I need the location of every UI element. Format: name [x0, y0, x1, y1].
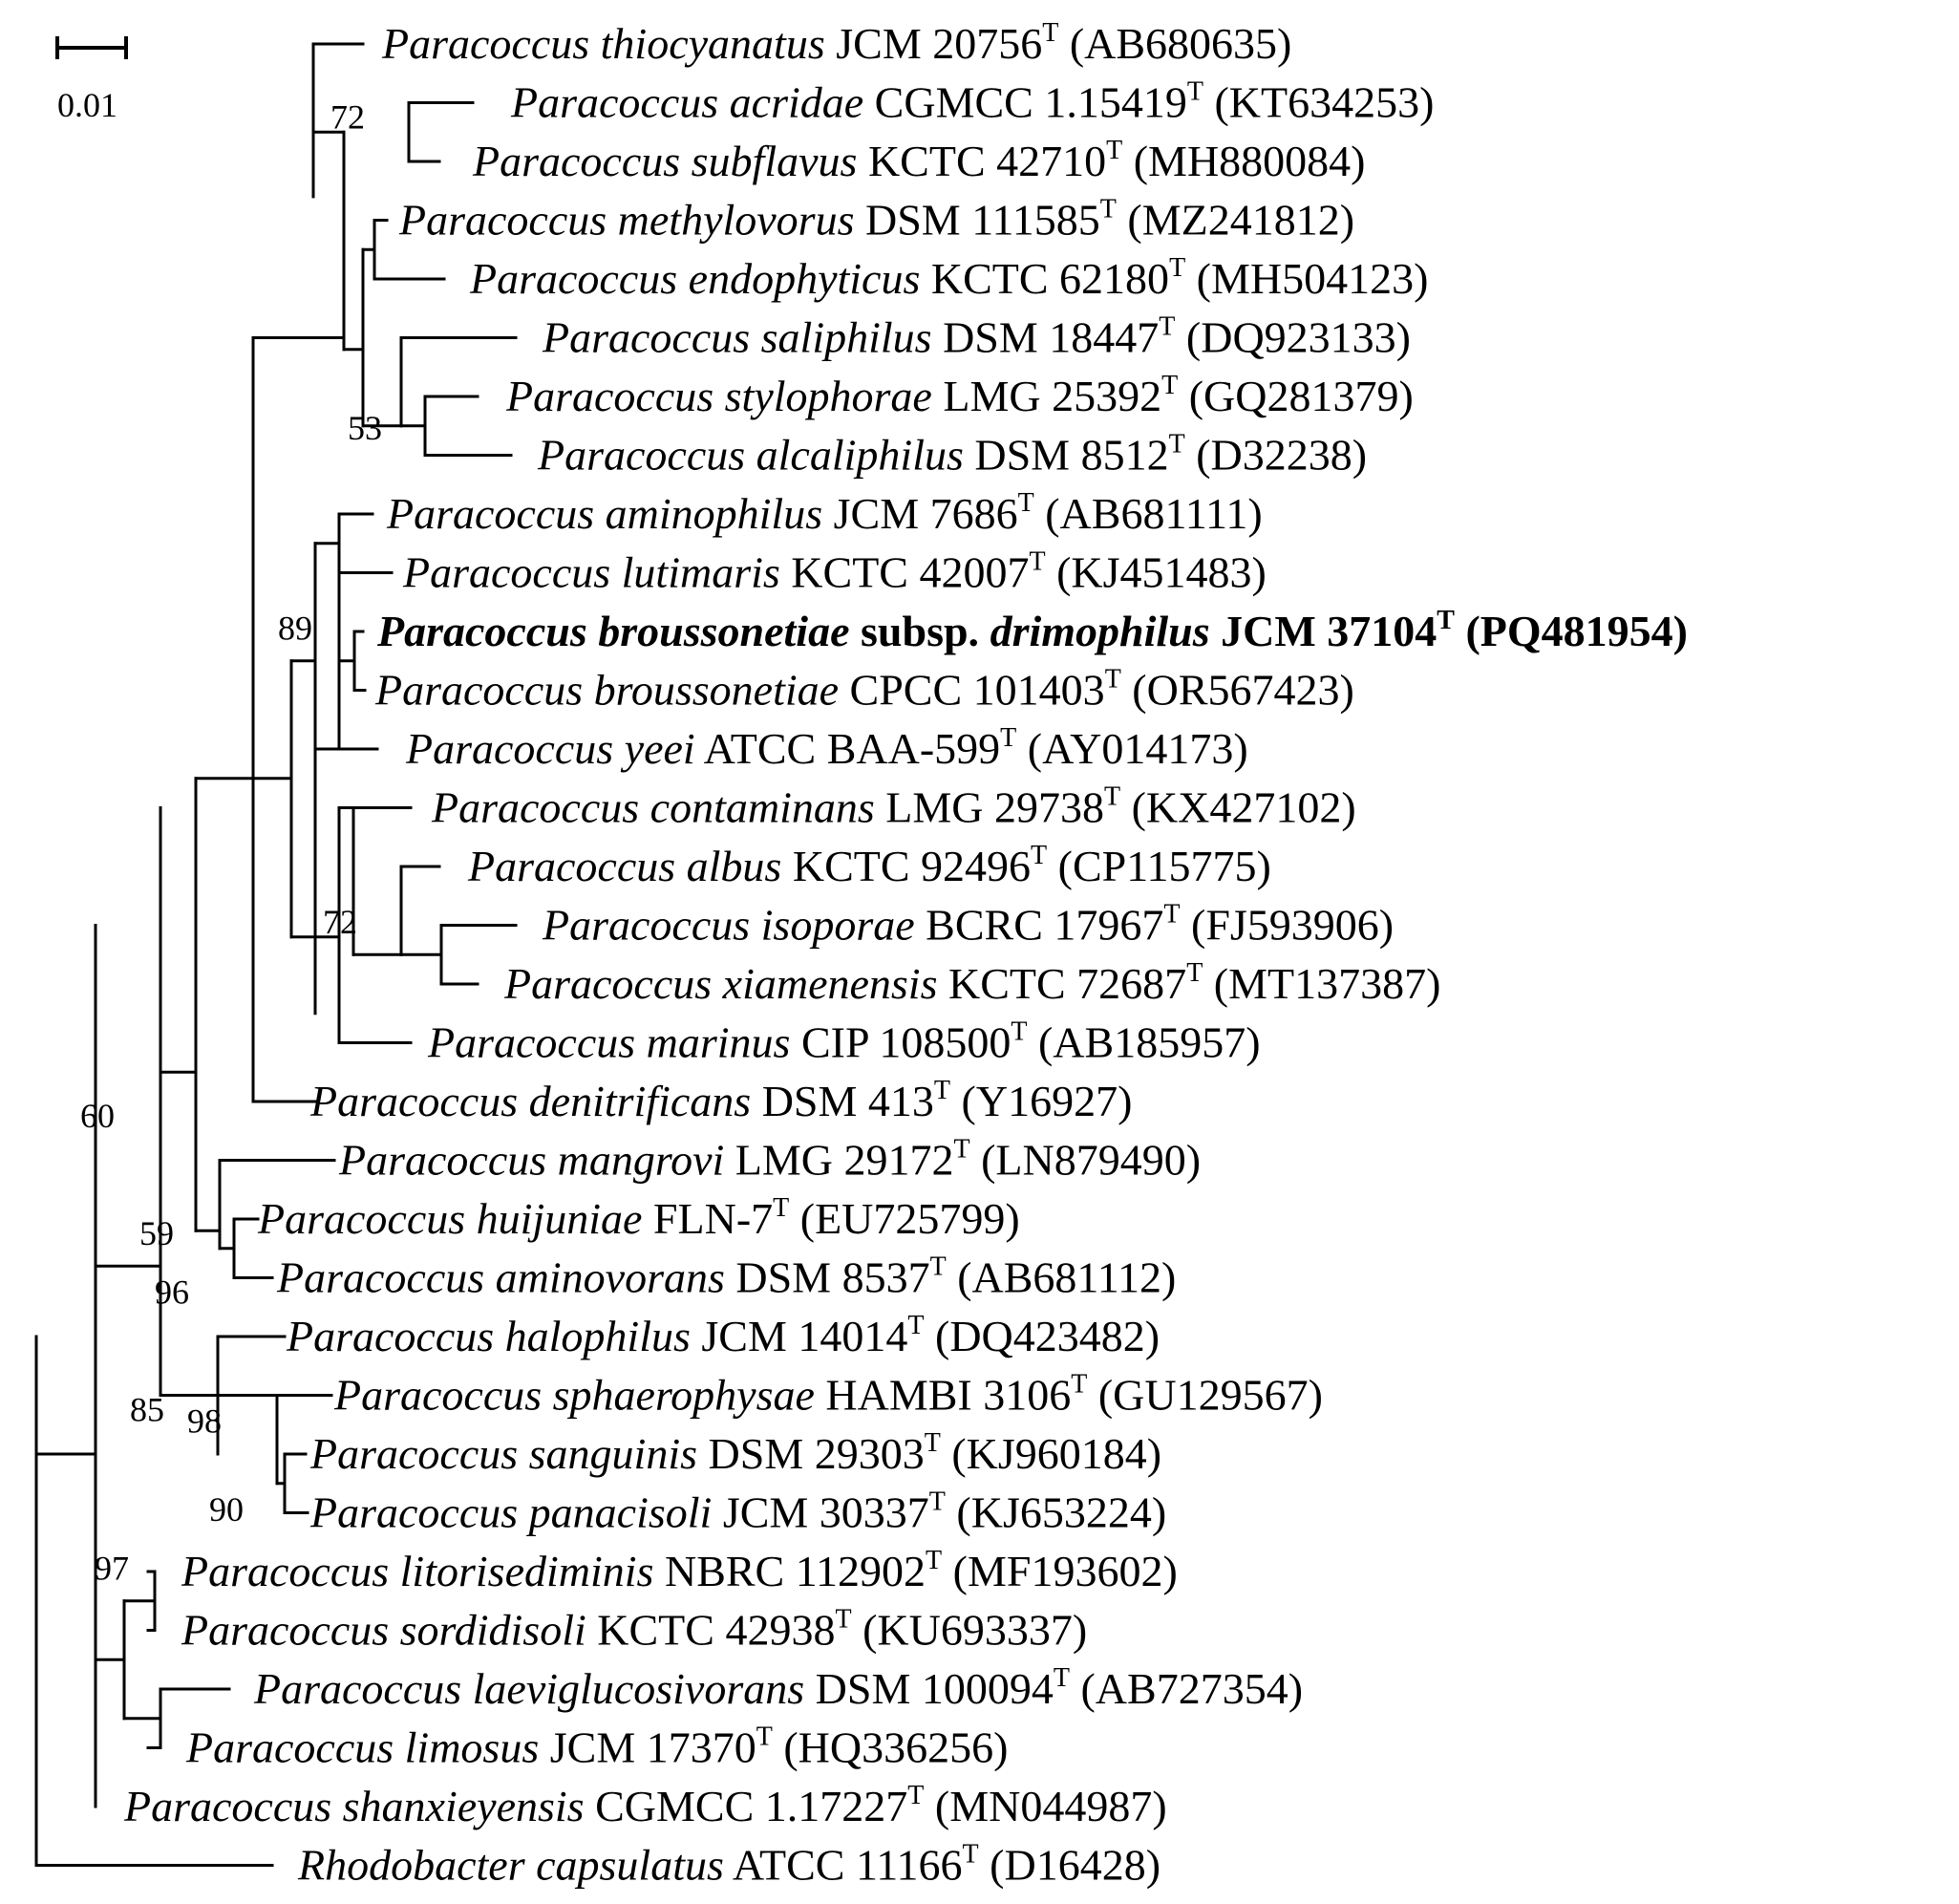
- scale-bar-label: 0.01: [57, 86, 117, 124]
- taxon-label: Paracoccus broussonetiae CPCC 101403T (O…: [374, 665, 1354, 715]
- taxon-label: Paracoccus isoporae BCRC 17967T (FJ59390…: [542, 900, 1394, 950]
- taxon-label: Paracoccus xiamenensis KCTC 72687T (MT13…: [503, 958, 1440, 1008]
- taxon-label: Paracoccus broussonetiae subsp. drimophi…: [376, 606, 1688, 655]
- bootstrap-value: 90: [209, 1490, 244, 1529]
- taxon-label: Paracoccus panacisoli JCM 30337T (KJ6532…: [309, 1487, 1166, 1537]
- taxon-label: Paracoccus aminovorans DSM 8537T (AB6811…: [276, 1252, 1176, 1302]
- tree-branches: [34, 42, 518, 1867]
- bootstrap-value: 72: [330, 97, 365, 136]
- taxon-labels: Paracoccus thiocyanatus JCM 20756T (AB68…: [123, 18, 1688, 1890]
- taxon-label: Paracoccus marinus CIP 108500T (AB185957…: [427, 1017, 1261, 1067]
- taxon-label: Paracoccus laeviglucosivorans DSM 100094…: [253, 1663, 1303, 1713]
- scale-bar: 0.01: [55, 36, 128, 124]
- taxon-label: Rhodobacter capsulatus ATCC 11166T (D164…: [297, 1840, 1160, 1890]
- bootstrap-value: 59: [139, 1214, 174, 1252]
- taxon-label: Paracoccus methylovorus DSM 111585T (MZ2…: [398, 195, 1354, 245]
- taxon-label: Paracoccus contaminans LMG 29738T (KX427…: [431, 782, 1356, 832]
- taxon-label: Paracoccus halophilus JCM 14014T (DQ4234…: [286, 1311, 1160, 1360]
- bootstrap-value: 72: [323, 903, 357, 941]
- taxon-label: Paracoccus stylophorae LMG 25392T (GQ281…: [505, 371, 1414, 420]
- taxon-label: Paracoccus aminophilus JCM 7686T (AB6811…: [386, 488, 1263, 538]
- taxon-label: Paracoccus sordidisoli KCTC 42938T (KU69…: [181, 1605, 1087, 1655]
- taxon-label: Paracoccus sanguinis DSM 29303T (KJ96018…: [309, 1428, 1161, 1478]
- taxon-label: Paracoccus subflavus KCTC 42710T (MH8800…: [472, 136, 1366, 185]
- taxon-label: Paracoccus endophyticus KCTC 62180T (MH5…: [469, 253, 1428, 303]
- taxon-label: Paracoccus acridae CGMCC 1.15419T (KT634…: [510, 77, 1434, 127]
- taxon-label: Paracoccus alcaliphilus DSM 8512T (D3223…: [537, 430, 1367, 480]
- taxon-label: Paracoccus saliphilus DSM 18447T (DQ9231…: [542, 312, 1411, 362]
- taxon-label: Paracoccus limosus JCM 17370T (HQ336256): [185, 1722, 1008, 1772]
- bootstrap-value: 96: [155, 1273, 189, 1311]
- taxon-label: Paracoccus denitrificans DSM 413T (Y1692…: [309, 1076, 1132, 1125]
- bootstrap-value: 60: [80, 1097, 115, 1135]
- bootstrap-value: 97: [95, 1549, 129, 1587]
- bootstrap-value: 98: [187, 1402, 222, 1441]
- bootstrap-value: 85: [130, 1390, 164, 1428]
- taxon-label: Paracoccus lutimaris KCTC 42007T (KJ4514…: [402, 547, 1267, 597]
- taxon-label: Paracoccus yeei ATCC BAA-599T (AY014173): [405, 723, 1248, 773]
- taxon-label: Paracoccus huijuniae FLN-7T (EU725799): [257, 1193, 1020, 1243]
- taxon-label: Paracoccus litorisediminis NBRC 112902T …: [181, 1546, 1178, 1595]
- taxon-label: Paracoccus mangrovi LMG 29172T (LN879490…: [338, 1135, 1201, 1185]
- bootstrap-value: 89: [278, 609, 312, 647]
- bootstrap-value: 53: [348, 409, 382, 447]
- taxon-label: Paracoccus thiocyanatus JCM 20756T (AB68…: [381, 18, 1291, 68]
- taxon-label: Paracoccus sphaerophysae HAMBI 3106T (GU…: [333, 1370, 1323, 1420]
- bootstrap-values: 72 53 89 72 60 59 96 85 98 90 97: [80, 97, 382, 1587]
- taxon-label: Paracoccus albus KCTC 92496T (CP115775): [467, 841, 1271, 890]
- taxon-label: Paracoccus shanxieyensis CGMCC 1.17227T …: [123, 1781, 1167, 1830]
